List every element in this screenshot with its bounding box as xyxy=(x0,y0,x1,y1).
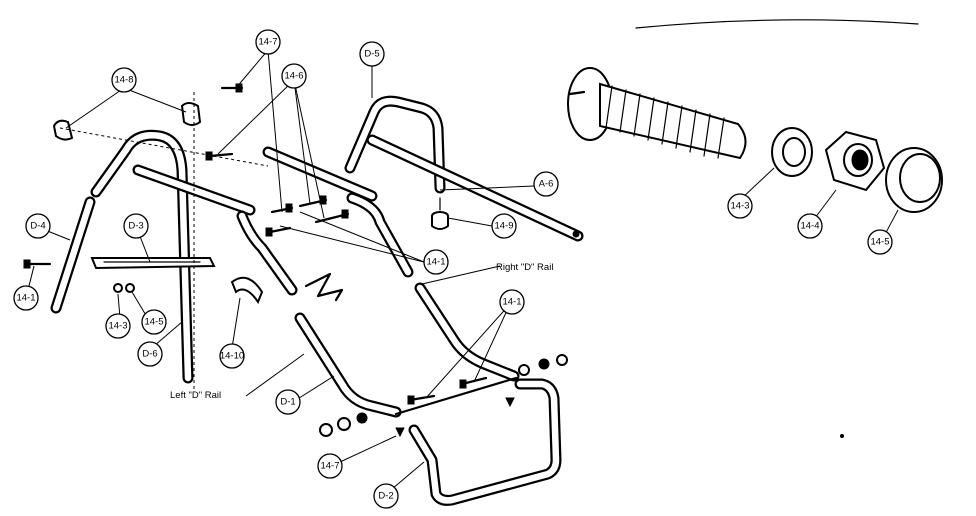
callout-14-4-detail: 14-4 xyxy=(797,213,823,239)
detail-washer-14-3 xyxy=(771,127,813,177)
part-d6-upright xyxy=(90,129,194,384)
svg-text:A-6: A-6 xyxy=(539,179,554,190)
callout-14-9: 14-9 xyxy=(491,213,517,239)
callout-14-5-left: 14-5 xyxy=(141,309,167,335)
part-14-9-plug xyxy=(431,197,449,230)
callout-d4: D-4 xyxy=(25,213,51,239)
svg-text:14-1: 14-1 xyxy=(502,297,521,308)
callout-d2: D-2 xyxy=(373,483,399,509)
svg-text:D-5: D-5 xyxy=(364,49,379,60)
callout-14-1-right: 14-1 xyxy=(499,289,525,315)
callout-d6: D-6 xyxy=(137,341,163,367)
svg-text:14-5: 14-5 xyxy=(144,317,163,328)
svg-text:14-6: 14-6 xyxy=(284,71,303,82)
callout-d1: D-1 xyxy=(275,389,301,415)
svg-text:14-1: 14-1 xyxy=(426,257,445,268)
svg-text:14-1: 14-1 xyxy=(16,293,35,304)
svg-text:14-3: 14-3 xyxy=(108,321,127,332)
callout-14-1-left: 14-1 xyxy=(13,285,39,311)
callout-d3: D-3 xyxy=(123,213,149,239)
callout-14-10: 14-10 xyxy=(219,343,245,369)
label-right-d-rail: Right "D" Rail xyxy=(496,262,553,273)
stray-dot xyxy=(840,434,844,438)
bolt-14-1-left xyxy=(23,259,52,269)
part-crossbar-upper xyxy=(132,146,378,216)
callout-14-3-detail: 14-3 xyxy=(727,193,753,219)
svg-text:14-9: 14-9 xyxy=(494,221,513,232)
svg-text:D-3: D-3 xyxy=(128,221,143,232)
bolt-14-6-b xyxy=(298,195,328,208)
part-d4-bar xyxy=(50,196,96,314)
part-d1-left-rail xyxy=(294,312,402,418)
bolts xyxy=(23,83,488,405)
part-d5-loop xyxy=(344,95,446,194)
bolt-14-1-right-a xyxy=(407,394,436,405)
part-a6-rail xyxy=(366,134,584,242)
part-right-d-rail xyxy=(414,282,520,382)
detail-nut-14-4 xyxy=(824,130,886,192)
callout-14-1-mid: 14-1 xyxy=(423,249,449,275)
part-d2-loop xyxy=(408,378,562,506)
detail-bolt xyxy=(567,67,747,160)
caps-14-8 xyxy=(52,102,202,141)
header-rule xyxy=(635,19,919,29)
detail-bolt-assembly xyxy=(567,67,943,213)
label-left-d-rail: Left "D" Rail xyxy=(170,390,221,401)
svg-text:D-2: D-2 xyxy=(378,491,393,502)
part-d3-bracket xyxy=(90,257,216,270)
svg-text:14-10: 14-10 xyxy=(220,351,244,362)
callout-14-5-detail: 14-5 xyxy=(867,229,893,255)
svg-text:14-8: 14-8 xyxy=(114,75,133,86)
part-handle-lower-left xyxy=(236,210,298,296)
connector-rod xyxy=(394,376,518,416)
break-mark xyxy=(304,272,344,302)
callout-d5: D-5 xyxy=(359,41,385,67)
bolt-14-1-b xyxy=(265,226,292,237)
leader-lines xyxy=(27,49,899,495)
hardware-small xyxy=(113,283,568,438)
bolt-14-1-right-b xyxy=(459,376,488,389)
callout-14-8: 14-8 xyxy=(111,67,137,93)
svg-text:14-5: 14-5 xyxy=(870,237,889,248)
svg-text:14-7: 14-7 xyxy=(320,461,339,472)
svg-text:14-3: 14-3 xyxy=(730,201,749,212)
svg-text:D-6: D-6 xyxy=(142,349,157,360)
callout-14-7-top: 14-7 xyxy=(255,29,281,55)
part-14-10-clip xyxy=(230,276,264,305)
svg-text:D-1: D-1 xyxy=(280,397,295,408)
svg-text:14-7: 14-7 xyxy=(258,37,277,48)
part-handle-lower-right xyxy=(346,192,414,278)
svg-text:D-4: D-4 xyxy=(30,221,45,232)
detail-cap-14-5 xyxy=(885,147,943,213)
callout-14-3-left: 14-3 xyxy=(105,313,131,339)
callout-a6: A-6 xyxy=(533,171,559,197)
svg-text:14-4: 14-4 xyxy=(800,221,819,232)
callout-14-7-bottom: 14-7 xyxy=(317,453,343,479)
callout-14-6: 14-6 xyxy=(281,63,307,89)
